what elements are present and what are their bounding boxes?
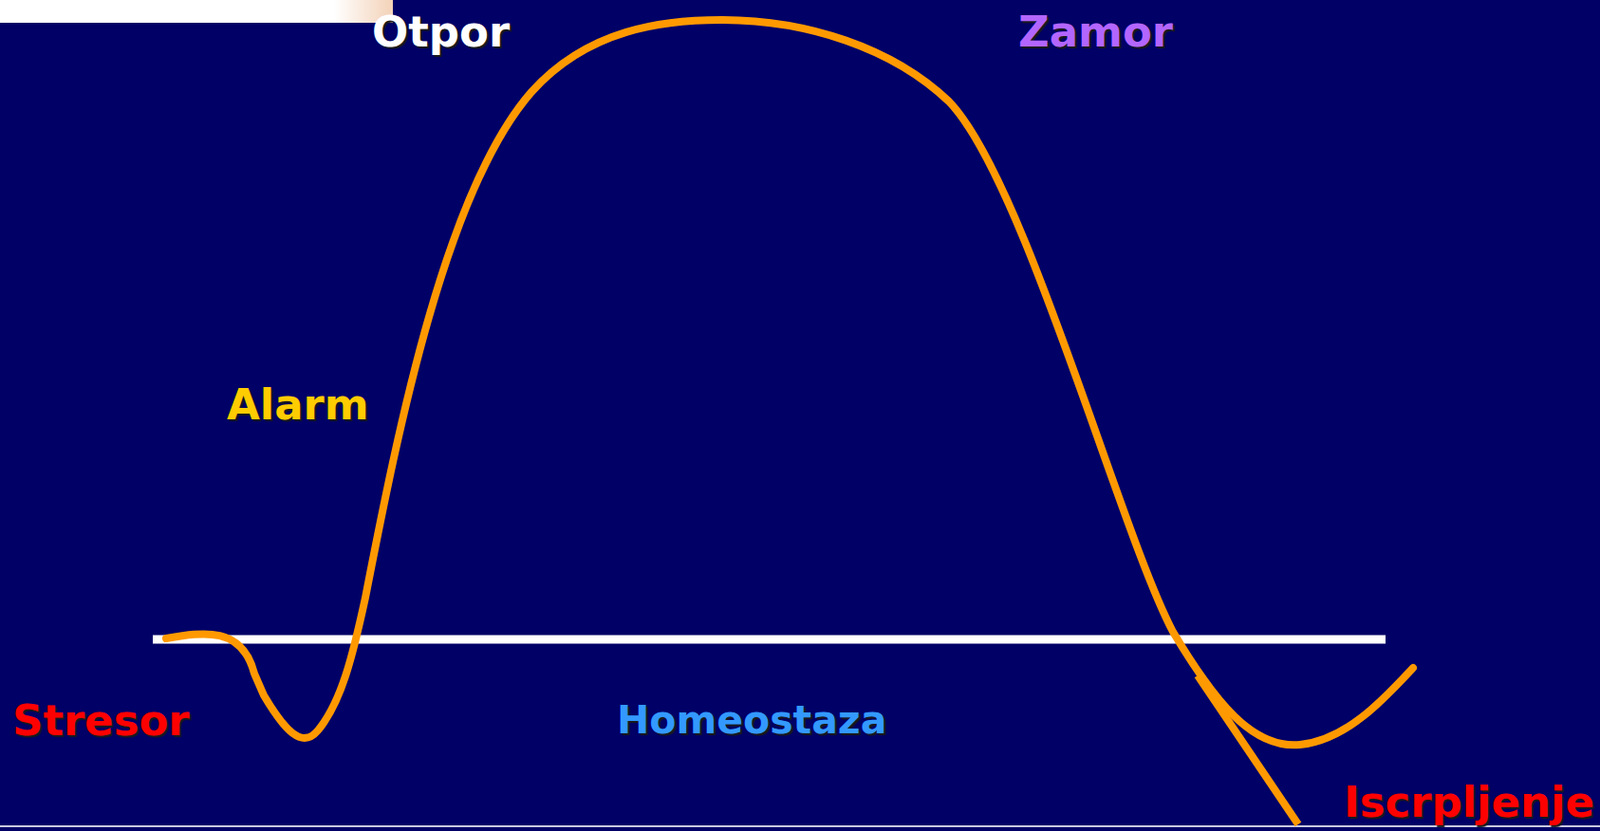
homeostasis-label: Homeostaza <box>616 698 887 744</box>
exhaustion-branch <box>1197 675 1299 825</box>
phase-label: Alarm <box>226 380 370 430</box>
phase-label: Iscrpljenje <box>1343 778 1595 828</box>
homeostasis-line <box>152 635 1386 645</box>
stressor-label: Stresor <box>12 696 190 746</box>
stress-curve <box>166 19 1414 745</box>
phase-label: Otpor <box>372 7 510 57</box>
corner-image <box>0 0 393 23</box>
phase-label: Zamor <box>1018 7 1173 57</box>
